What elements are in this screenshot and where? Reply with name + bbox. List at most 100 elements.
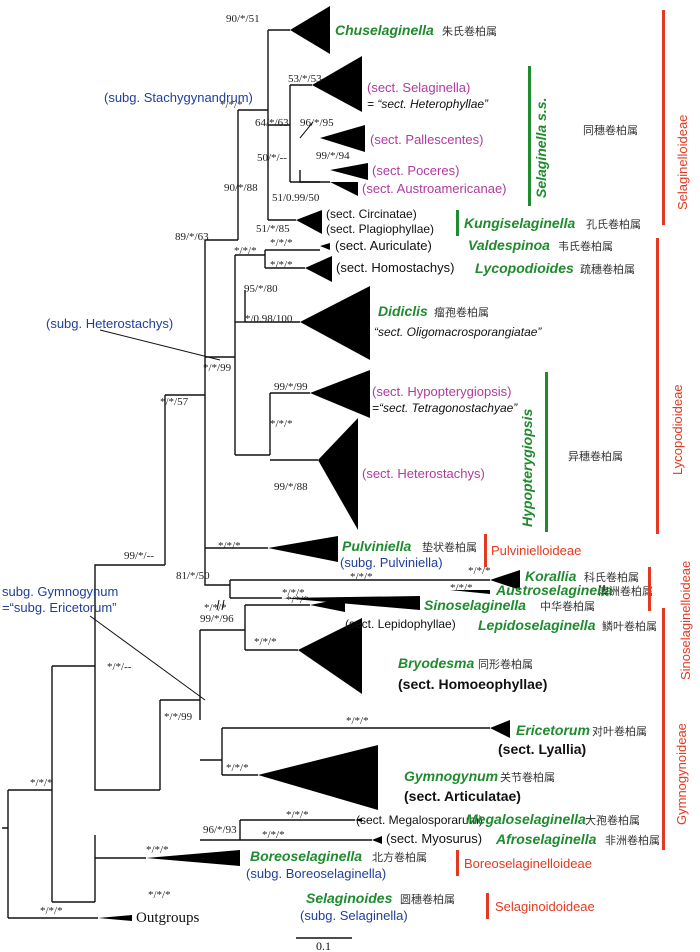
support-kungiselaginella: 51/*/85 [256,223,290,235]
triangle-sect-heterostachys [318,418,358,530]
chinese-valdespinoa: 韦氏卷柏属 [558,239,613,253]
chinese-chuselaginella: 朱氏卷柏属 [442,24,497,38]
section-circinatae: (sect. Circinatae) [326,207,417,221]
section-articulatae: (sect. Articulatae) [404,788,521,804]
chinese-megaloselaginella: 大孢卷柏属 [585,813,640,827]
genus-afroselaginella: Afroselaginella [495,831,597,847]
support-valdespinoa: */*/* [270,237,293,249]
triangle-sect-austroamericanae [330,182,358,196]
support-sel-lyco: */*/57 [160,396,189,408]
triangle-afroselaginella [372,836,382,844]
support-boreoselaginella: */*/* [146,844,169,856]
support-sect-austroamericanae: 50/*/-- [257,152,287,164]
triangle-lepidoselaginella [310,598,345,612]
genus-megaloselaginella: Megaloselaginella [466,811,586,827]
bar-boreoselaginelloideae [456,850,459,876]
genus-valdespinoa: Valdespinoa [468,237,550,253]
genus-lepidoselaginella: Lepidoselaginella [478,617,596,633]
label-boreoselaginelloideae: Boreoselaginelloideae [464,856,592,871]
support-lyco-didi: 95/*/80 [244,283,278,295]
genus-korallia: Korallia [525,568,577,584]
subg-heterostachys: (subg. Heterostachys) [46,316,173,331]
support-bryodesma: */*/* [254,636,277,648]
triangle-chuselaginella [290,6,330,54]
bar-kungiselaginella [456,210,459,236]
support-lycopodioides: */*/* [270,259,293,271]
section-megalosporarum: (sect. Megalosporarum) [356,813,483,827]
support-lyco-all: */*/99 [203,362,232,374]
support-afroselaginella: */*/* [262,829,285,841]
support-sel-kung: 90/*/88 [224,182,258,194]
label-selaginella-ss: Selaginella s.s. [533,98,549,198]
chinese-pulviniella: 垫状卷柏属 [422,540,477,554]
subg-gymnogynum-1: subg. Gymnogynum [2,584,118,599]
support-sect-hypopterygiopsis: 99/*/99 [274,381,308,393]
support-sel-all: 89/*/63 [175,231,209,243]
triangle-didiclis [300,286,370,360]
triangle-sinoselaginella [282,596,420,610]
triangle-gymnogynum [258,745,378,810]
label-hypopterygiopsis: Hypopterygiopsis [519,409,535,527]
genus-chuselaginella: Chuselaginella [335,22,434,38]
subfamily-markers: Selaginelloideae Lycopodioideae Pulvinie… [456,10,693,919]
support-lepi: 99/*/96 [200,613,234,625]
label-gymnogynoideae: Gymnogynoideae [674,723,689,825]
genus-sinoselaginella: Sinoselaginella [424,597,526,613]
label-selaginelloideae: Selaginelloideae [675,115,690,210]
bar-selaginoidoideae [486,893,489,919]
chinese-boreoselaginella: 北方卷柏属 [372,850,427,864]
section-sect-selaginella: (sect. Selaginella) [367,80,470,95]
section-plagiophyllae: (sect. Plagiophyllae) [326,222,434,236]
support-sino: */*/* [204,602,227,614]
support-austroselaginella: */*/* [450,582,473,594]
chinese-kungiselaginella: 孔氏卷柏属 [586,217,641,231]
triangle-ericetorum [490,720,510,738]
triangle-boreoselaginella [146,850,240,866]
genus-boreoselaginella: Boreoselaginella [250,848,362,864]
section-myosurus: (sect. Myosurus) [386,831,482,846]
bar-hypopterygiopsis [545,372,548,532]
section-homostachys: (sect. Homostachys) [336,260,454,275]
alt-didiclis: “sect. Oligomacrosporangiatae” [374,325,542,339]
section-sect-heterostachys: (sect. Heterostachys) [362,466,485,481]
chinese-afroselaginella: 非洲卷柏属 [605,833,660,847]
collapsed-clades [98,6,520,921]
tree-branches [2,29,490,919]
support-sect-poceres: 99/*/94 [316,150,350,162]
bar-lycopodioideae [656,238,659,534]
support-sinoselaginella: */*/* [286,594,309,606]
triangle-valdespinoa [320,243,330,250]
genus-pulviniella: Pulviniella [342,538,411,554]
section-sect-hypopterygiopsis: (sect. Hypopterygiopsis) [372,384,511,399]
label-lycopodioideae: Lycopodioideae [670,384,685,475]
support-gym-all: 99/*/-- [124,550,154,562]
chinese-bryodesma: 同形卷柏属 [478,657,533,671]
triangle-kungiselaginella [296,210,322,234]
support-pulv: 81/*/50 [176,570,210,582]
bar-pulvinielloideae [484,534,487,567]
support-sel-top: */*/* [220,99,243,111]
triangle-sect-pallescentes [320,125,365,152]
chinese-sinoselaginella: 中华卷柏属 [540,599,595,613]
support-korallia: */*/* [468,565,491,577]
support-lyco-hypo: */*/* [270,418,293,430]
chinese-didiclis: 瘤孢卷柏属 [434,305,489,319]
genus-selaginoides: Selaginoides [306,890,393,906]
section-sect-poceres: (sect. Poceres) [372,163,459,178]
subgenus-labels: (subg. Stachygynandrum) (subg. Heterosta… [2,90,253,615]
support-pulviniella: */*/* [218,540,241,552]
label-pulvinielloideae: Pulvinielloideae [491,543,581,558]
section-sect-pallescentes: (sect. Pallescentes) [370,132,483,147]
support-megaloselaginella: */*/* [286,809,309,821]
clade-labels: Chuselaginella 朱氏卷柏属 (sect. Selaginella)… [136,22,660,926]
support-sino-ko: */*/* [350,571,373,583]
subgenus-boreoselaginella: (subg. Boreoselaginella) [246,866,386,881]
subg-gymnogynum-2: =“subg. Ericetorum” [2,600,117,615]
subg-stachygynandrum: (subg. Stachygynandrum) [104,90,253,105]
genus-gymnogynum: Gymnogynum [404,768,498,784]
chinese-selaginoides: 圆穗卷柏属 [400,892,455,906]
section-homoeophyllae: (sect. Homoeophyllae) [398,676,547,692]
genus-didiclis: Didiclis [378,303,428,319]
chinese-lepidoselaginella: 鳞叶卷柏属 [602,619,657,633]
